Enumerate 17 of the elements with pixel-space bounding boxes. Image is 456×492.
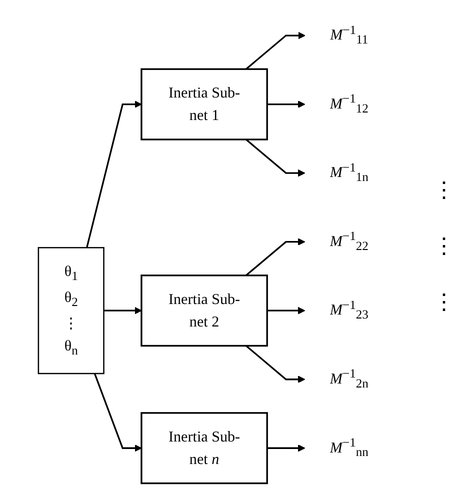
node-box: Inertia Sub-net 2 bbox=[140, 274, 268, 347]
arrow bbox=[267, 100, 306, 108]
vertical-ellipsis: ⋮ bbox=[433, 289, 455, 315]
arrow bbox=[246, 345, 306, 384]
arrow bbox=[246, 138, 306, 177]
vertical-ellipsis: ⋮ bbox=[433, 233, 455, 259]
node-box: θ$_{1}$ θ$_{2}$ ⋮ θ$_{n}$ bbox=[38, 247, 104, 374]
arrow bbox=[246, 238, 306, 276]
arrow bbox=[246, 32, 306, 70]
arrow bbox=[267, 306, 306, 314]
arrow bbox=[86, 100, 142, 248]
vertical-ellipsis: ⋮ bbox=[433, 177, 455, 203]
arrow bbox=[267, 444, 306, 452]
arrow bbox=[94, 373, 142, 452]
arrow bbox=[104, 306, 142, 314]
node-box: Inertia Sub-net 1 bbox=[140, 68, 268, 140]
node-box: Inertia Sub-net n bbox=[140, 412, 268, 484]
